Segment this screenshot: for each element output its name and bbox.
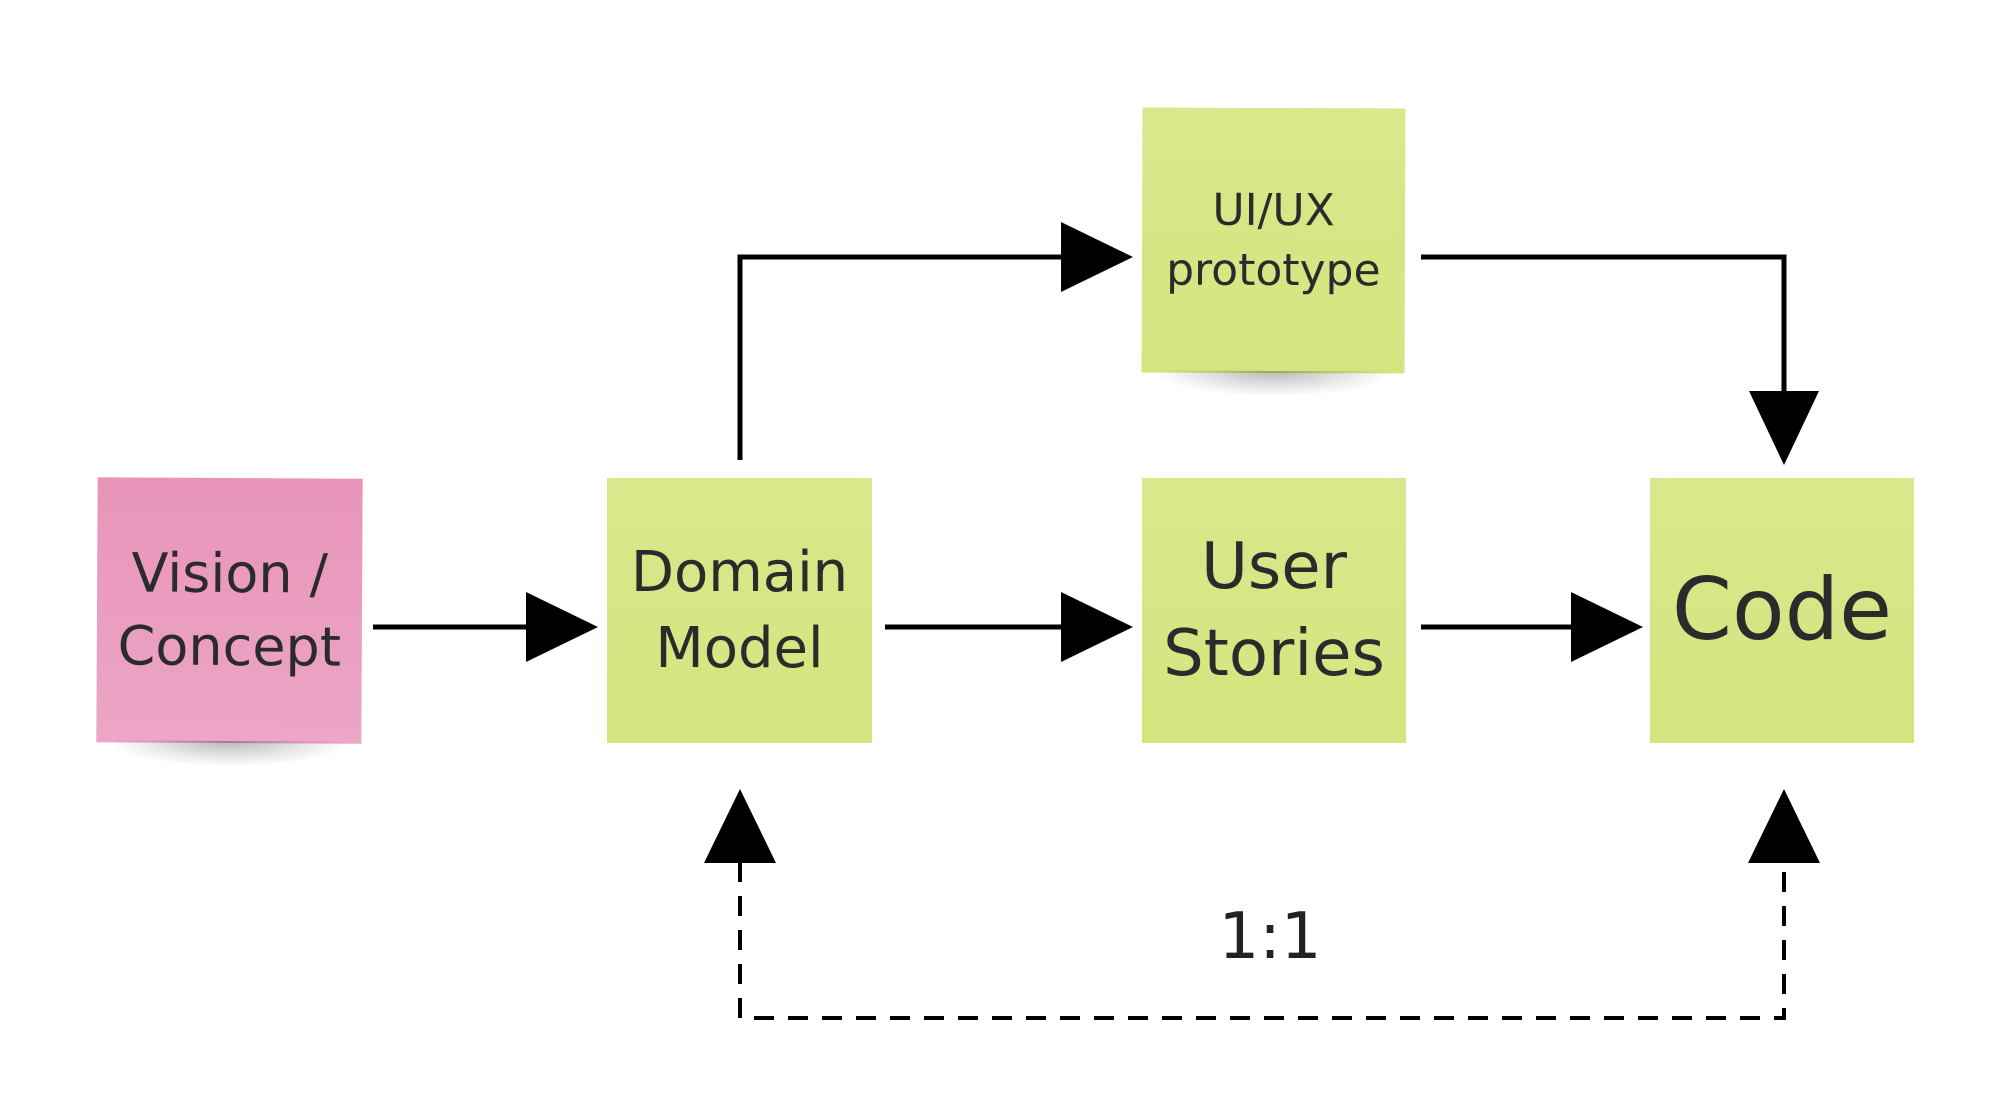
- sticky-note-code: Code: [1650, 478, 1914, 765]
- arrow-domain-to-stories-head: [1061, 592, 1133, 662]
- note-stories-line1: User: [1201, 530, 1347, 605]
- note-stories-line2: Stories: [1163, 616, 1385, 691]
- arrow-uiux-to-code-line: [1421, 254, 1787, 395]
- arrow-domain-to-uiux-head: [1061, 222, 1133, 292]
- note-domain-line1: Domain: [630, 539, 849, 605]
- sticky-note-domain-model: Domain Model: [607, 478, 872, 765]
- sticky-note-uiux-prototype: UI/UX prototype: [1141, 107, 1406, 374]
- note-vision-line1: Vision /: [131, 541, 329, 606]
- dashed-arrow-up-code-head: [1748, 789, 1820, 863]
- arrow-vision-to-domain-head: [526, 592, 598, 662]
- note-domain-line2: Model: [655, 615, 824, 681]
- dashed-arrow-up-domain-head: [704, 789, 776, 863]
- sticky-note-user-stories: User Stories: [1142, 478, 1406, 765]
- arrow-stories-to-code-head: [1571, 592, 1643, 662]
- sticky-note-vision-concept: Vision / Concept: [96, 477, 363, 744]
- note-uiux-line1: UI/UX: [1212, 184, 1335, 237]
- dashed-connector-line: [738, 862, 1786, 1020]
- note-uiux-line2: prototype: [1166, 244, 1381, 296]
- arrow-domain-to-uiux-line: [737, 254, 1065, 460]
- note-code-label: Code: [1671, 560, 1893, 661]
- note-vision-line2: Concept: [117, 613, 342, 679]
- connector-ratio-label: 1:1: [1218, 900, 1322, 974]
- arrow-uiux-to-code-head: [1749, 391, 1819, 465]
